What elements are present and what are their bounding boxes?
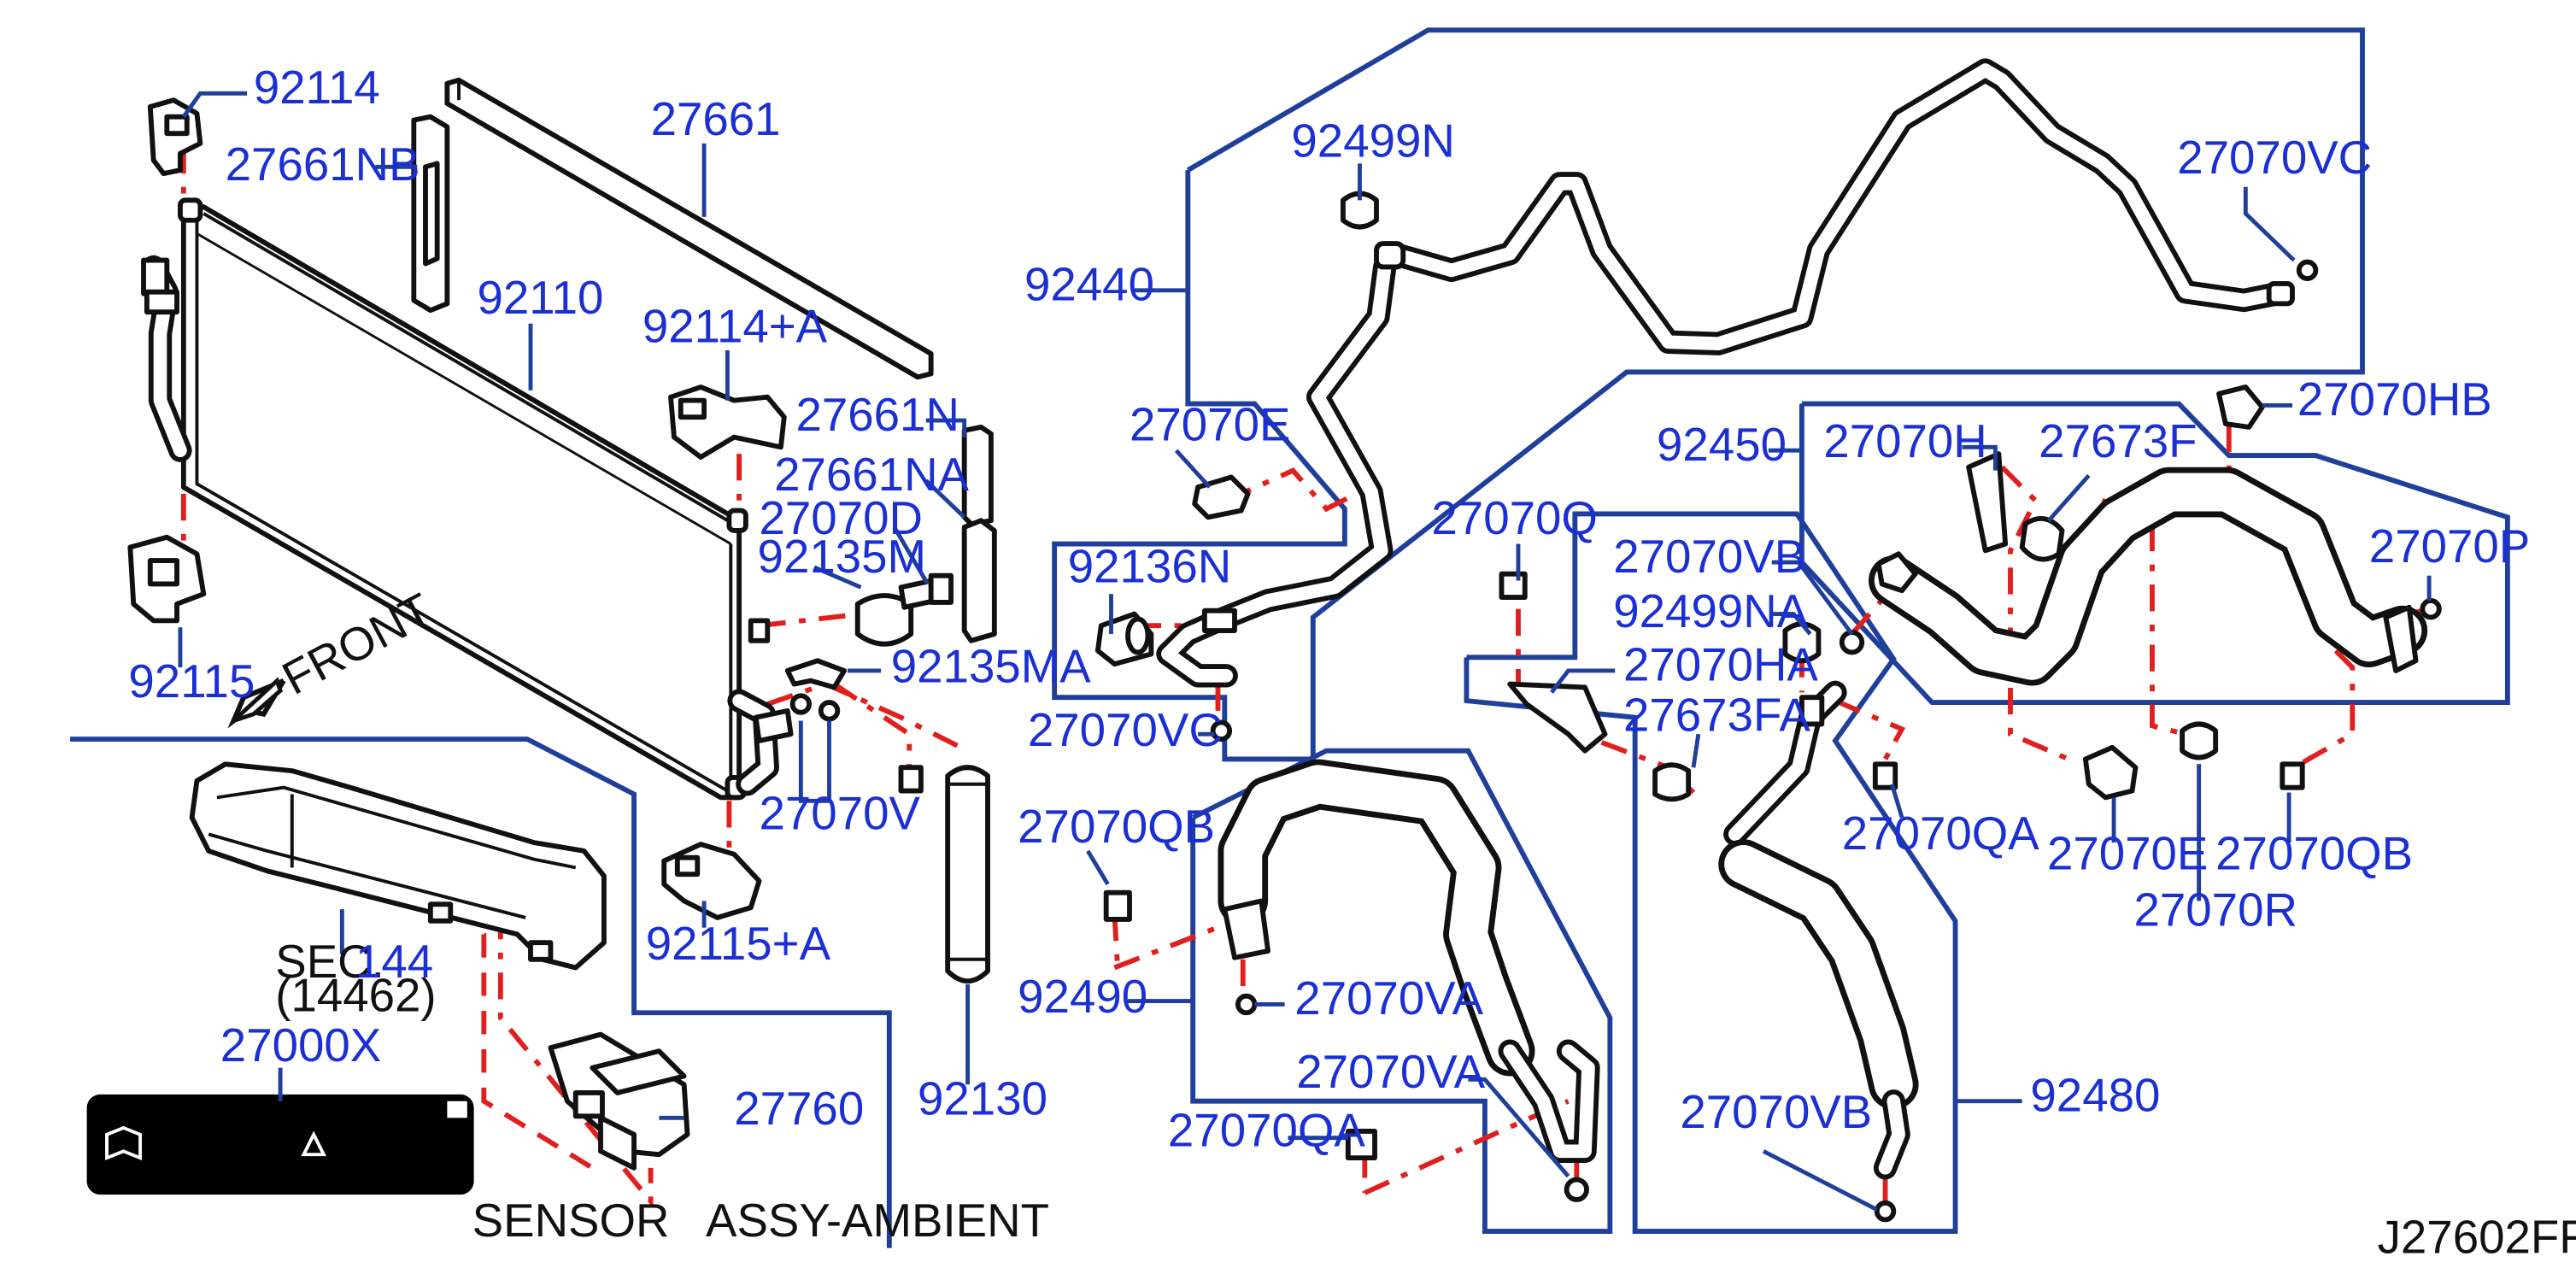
part-label-27070VA-low: 27070VA [1296,1046,1485,1098]
part-label-27070E-top: 27070E [1130,398,1290,450]
part-label-27070HA: 27070HA [1623,639,1818,691]
part-label-92130: 92130 [918,1072,1047,1124]
pipe-92440 [1094,58,2319,742]
front-label: FRONT [274,584,441,705]
part-label-27070D: 27070D [760,492,923,544]
part-label-27673F: 27673F [2039,415,2197,467]
seal-strips [411,77,997,643]
hose-92450 [1869,385,2442,801]
ambient-sensor [548,1031,690,1171]
part-label-92135MA: 92135MA [891,641,1092,693]
part-label-27070VA-top: 27070VA [1294,972,1483,1024]
part-label-92115A: 92115+A [646,918,831,970]
condenser-brackets [127,97,787,920]
part-label-92440: 92440 [1024,258,1154,310]
part-label-27070E-right: 27070E [2047,827,2208,879]
part-label-27760: 27760 [734,1083,864,1135]
part-label-27070R: 27070R [2133,884,2297,936]
part-label-27070P: 27070P [2369,520,2530,572]
part-label-27661N: 27661N [795,389,959,441]
part-label-27070VB-top: 27070VB [1613,531,1805,583]
part-labels: 92114 27661NB 27661 92110 92114+A 27661N… [128,62,2576,1263]
front-arrow-icon [227,677,286,729]
part-label-92490: 92490 [1018,971,1147,1023]
part-label-27070QB-left: 27070QB [1018,801,1215,853]
part-label-92480: 92480 [2030,1069,2160,1121]
part-label-92114A: 92114+A [643,300,828,352]
part-label-27070QA-mid: 27070QA [1842,807,2039,860]
figure-reference: J27602FF [2378,1211,2576,1263]
condenser-illustration [141,197,779,801]
part-label-92115: 92115 [128,655,255,707]
part-label-92450: 92450 [1657,419,1787,471]
leader-lines [178,91,2432,1212]
part-label-27070QA-low: 27070QA [1168,1104,1365,1156]
receiver-drier [753,572,990,984]
part-label-92136N: 92136N [1068,540,1231,592]
part-label-92135M: 92135M [758,531,927,583]
part-label-27000X: 27000X [220,1019,381,1071]
part-label-27673FA: 27673FA [1623,689,1810,741]
part-label-27070VB-low: 27070VB [1680,1086,1872,1138]
part-label-92114: 92114 [254,62,380,114]
part-label-27661NA: 27661NA [774,449,969,501]
label-plate [86,1094,474,1195]
hose-92490 [1103,759,1600,1202]
part-label-92499NA: 92499NA [1613,585,1808,637]
section-sub-label: (14462) [275,969,436,1021]
section-number: 144 [355,936,433,988]
part-label-27070VC-low: 27070VC [1028,704,1223,756]
part-label-27661: 27661 [651,93,781,145]
part-label-27070V: 27070V [760,787,921,839]
sensor-caption: SENSOR ASSY-AMBIENT [472,1195,1049,1247]
hose-92480 [1499,571,1919,1223]
part-label-27070VC-top: 27070VC [2177,132,2372,184]
part-label-92499N: 92499N [1291,115,1454,167]
part-label-27070QB-right: 27070QB [2215,827,2413,879]
part-label-27070HB: 27070HB [2297,373,2492,426]
part-label-92110: 92110 [478,272,604,324]
part-label-27070Q: 27070Q [1431,492,1598,544]
part-label-27661NB: 27661NB [226,138,420,191]
part-label-27070H: 27070H [1823,415,1986,467]
group-boundaries [70,27,2510,1248]
section-label: SEC. [275,936,384,988]
air-duct [189,761,607,971]
